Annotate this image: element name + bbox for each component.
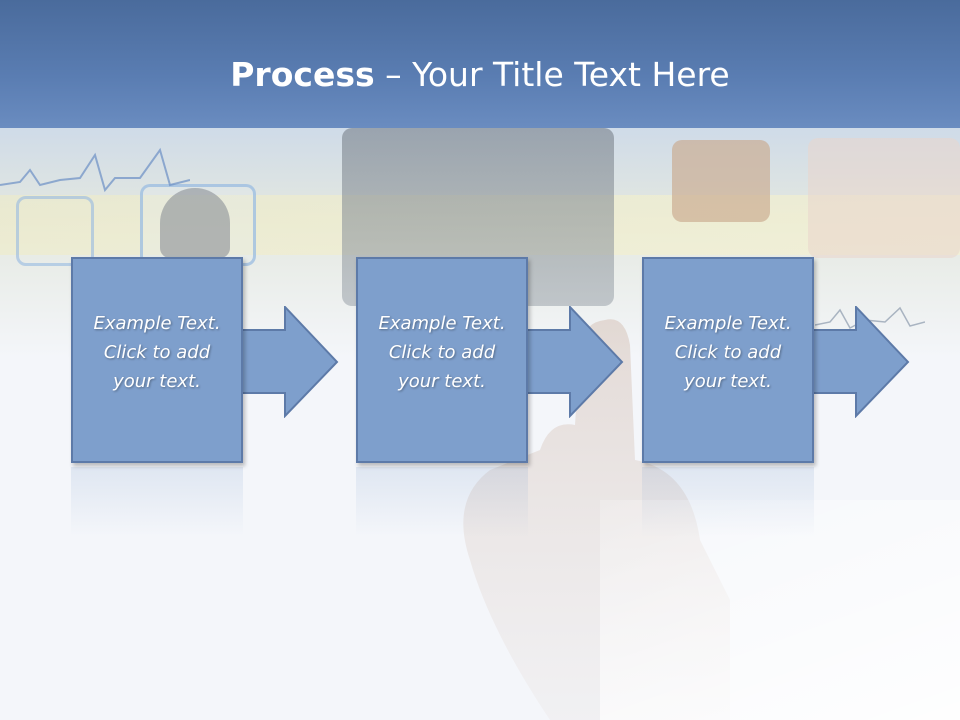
sleeve-image: [600, 500, 960, 720]
step-box: [642, 257, 814, 463]
brain-illustration-panel: [808, 138, 960, 258]
face-photo-panel: [672, 140, 770, 222]
slide-title[interactable]: Process – Your Title Text Here: [0, 53, 960, 97]
ecg-line-icon: [0, 147, 190, 193]
arrow-right-icon: [239, 306, 339, 418]
step-text[interactable]: Example Text. Click to add your text.: [93, 313, 221, 392]
step-reflection: [356, 467, 528, 537]
title-bar: [0, 0, 960, 128]
silhouette-head-icon: [160, 188, 230, 258]
step-reflection: [642, 467, 814, 537]
title-rest-text: – Your Title Text Here: [374, 55, 730, 94]
arrow-right-icon: [524, 306, 624, 418]
step-text[interactable]: Example Text. Click to add your text.: [664, 313, 792, 392]
step-box: [71, 257, 243, 463]
title-bold-text: Process: [230, 55, 375, 94]
small-frame-panel: [16, 196, 94, 266]
step-text[interactable]: Example Text. Click to add your text.: [378, 313, 506, 392]
step-reflection: [71, 467, 243, 537]
step-box: [356, 257, 528, 463]
arrow-right-icon: [810, 306, 910, 418]
